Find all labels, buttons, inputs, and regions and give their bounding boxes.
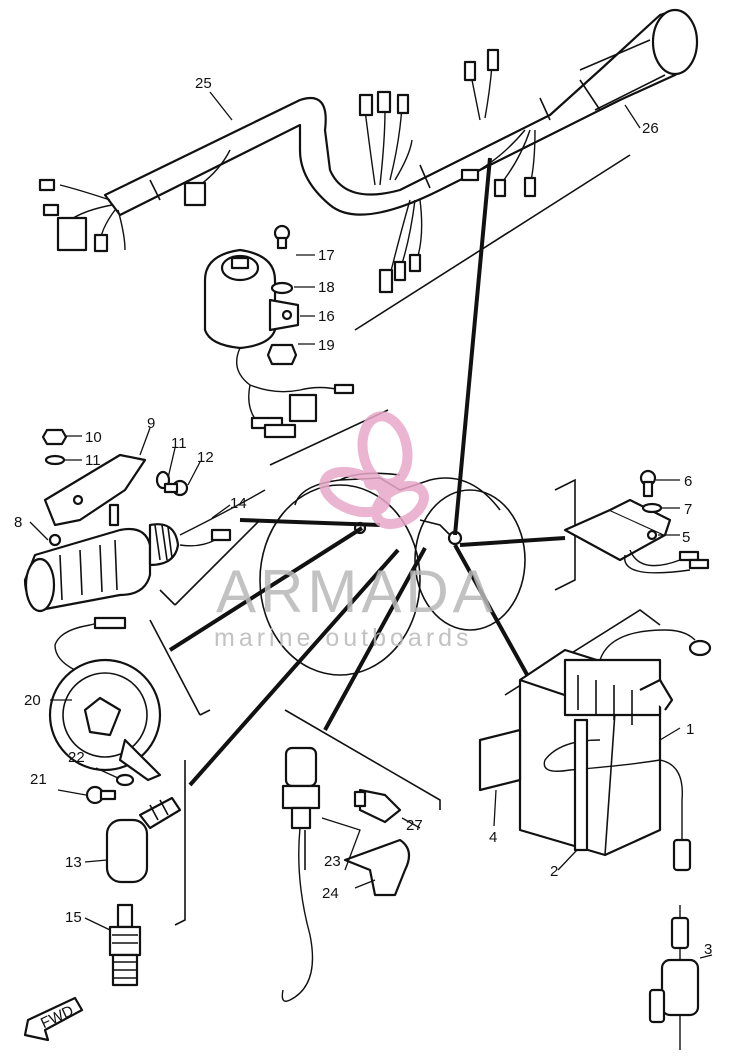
- watermark-brand: ARMADA: [216, 558, 497, 625]
- screw-21: [85, 785, 117, 805]
- watermark: ARMADA marine outboards: [214, 411, 497, 652]
- watermark-tagline: marine outboards: [214, 624, 473, 652]
- nut-19: [266, 343, 298, 366]
- callout-15: 15: [65, 909, 82, 926]
- callout-2: 2: [550, 863, 558, 880]
- callout-4: 4: [489, 829, 497, 846]
- bracket-lines: [149, 157, 661, 926]
- screw-17: [273, 224, 291, 250]
- callout-7: 7: [684, 501, 692, 518]
- callout-26: 26: [642, 120, 659, 137]
- handlebar-harness: [38, 8, 699, 294]
- fwd-arrow: FWD: [23, 996, 84, 1042]
- horn: [48, 616, 162, 782]
- callout-23: 23: [324, 853, 341, 870]
- screw-12: [163, 479, 189, 497]
- harness-bracket-line: [354, 154, 631, 331]
- callout-8: 8: [14, 514, 22, 531]
- battery: [478, 629, 712, 872]
- nut-10: [41, 428, 68, 446]
- rectifier-assembly: [563, 498, 710, 574]
- callout-6: 6: [684, 473, 692, 490]
- callout-12: 12: [197, 449, 214, 466]
- terminal-8: [48, 533, 62, 547]
- callout-18: 18: [318, 279, 335, 296]
- washer-7: [641, 502, 663, 514]
- plug-27: [353, 788, 402, 824]
- starter-motor: [23, 453, 266, 613]
- spark-plug: [108, 903, 142, 987]
- callout-3: 3: [704, 941, 712, 958]
- main-switch: [203, 248, 355, 439]
- callout-22: 22: [68, 749, 85, 766]
- callout-10: 10: [85, 429, 102, 446]
- callout-19: 19: [318, 337, 335, 354]
- callout-11b: 11: [171, 435, 187, 452]
- stay-24: [343, 838, 411, 897]
- callout-20: 20: [24, 692, 41, 709]
- callout-21: 21: [30, 771, 47, 788]
- callout-labels: 1 2 3 4 5 6 7 8 9 10 11 11 12 13 14 15 1…: [14, 75, 712, 958]
- callout-5: 5: [682, 529, 690, 546]
- plug-cap: [105, 796, 182, 884]
- callout-1: 1: [686, 721, 694, 738]
- callout-25: 25: [195, 75, 212, 92]
- callout-24: 24: [322, 885, 339, 902]
- neutral-switch: [281, 746, 321, 1002]
- callout-13: 13: [65, 854, 82, 871]
- washer-18: [270, 281, 294, 295]
- callout-27: 27: [406, 817, 423, 834]
- washer-11a: [44, 454, 66, 466]
- propeller-logo-icon: [319, 411, 429, 529]
- callout-16: 16: [318, 308, 335, 325]
- washer-22: [115, 773, 135, 787]
- fuse-holder: [648, 905, 700, 1050]
- callout-11a: 11: [85, 452, 101, 469]
- callout-14: 14: [230, 495, 247, 512]
- callout-9: 9: [147, 415, 155, 432]
- screw-6: [639, 469, 657, 498]
- callout-17: 17: [318, 247, 335, 264]
